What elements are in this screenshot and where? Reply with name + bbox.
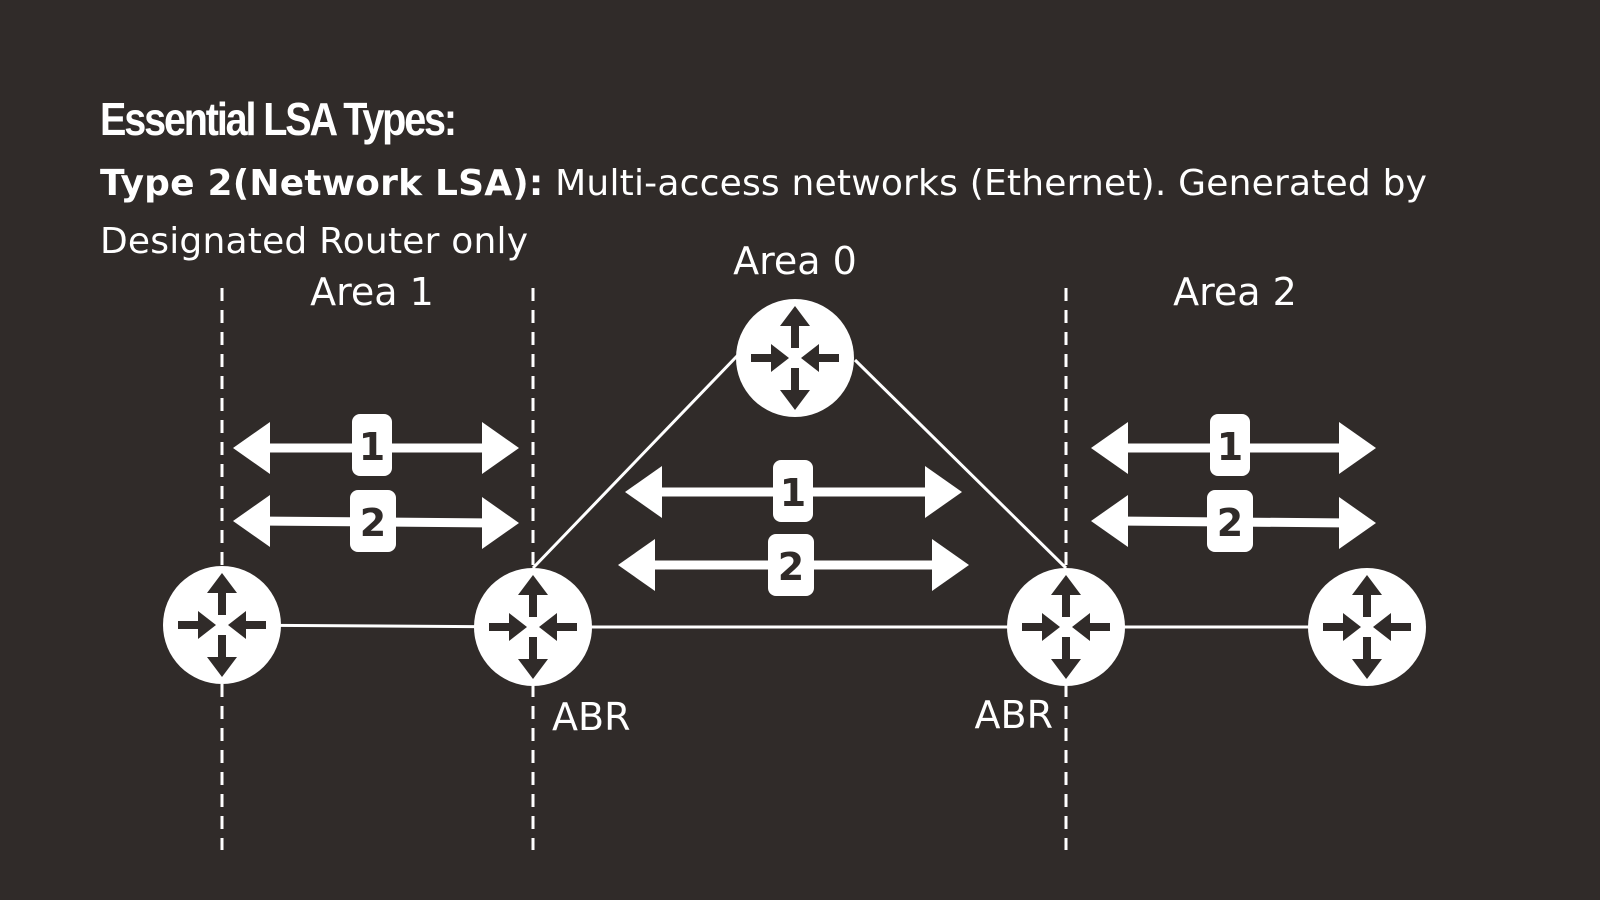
area-label-2: Area 2: [1173, 270, 1297, 314]
arrow-right-icon: [482, 422, 519, 474]
page-title: Essential LSA Types:: [100, 93, 457, 145]
lsa-badge-label: 2: [1217, 501, 1243, 545]
router-icon: [1007, 568, 1125, 686]
lsa-badge-label: 2: [360, 501, 386, 545]
lsa-badge: [1210, 414, 1250, 476]
router-icon: [736, 299, 854, 417]
arrow-left-icon: [625, 466, 662, 518]
lsa-arrow-area2-type2: 2: [1091, 490, 1376, 552]
arrow-left-icon: [1091, 422, 1128, 474]
arrow-left-icon: [233, 422, 270, 474]
area-label-0: Area 0: [733, 239, 857, 283]
abr-label-left: ABR: [552, 695, 630, 739]
lsa-arrow-area2-type1: 1: [1091, 414, 1376, 476]
arrow-right-icon: [1339, 497, 1376, 549]
lsa-arrow-area1-type2: 2: [233, 490, 519, 552]
lsa-description: Type 2(Network LSA): Multi-access networ…: [100, 155, 1560, 271]
router-icon: [1308, 568, 1426, 686]
router-icon: [163, 566, 281, 684]
abr-label-right: ABR: [975, 693, 1053, 737]
lsa-arrow-area1-type1: 1: [233, 414, 519, 476]
lsa-arrow-area0-type1: 1: [625, 460, 962, 522]
arrow-right-icon: [482, 497, 519, 549]
lsa-badge: [352, 414, 392, 476]
lsa-badge: [350, 490, 396, 552]
lsa-badge-label: 2: [778, 545, 804, 589]
lsa-badge: [773, 460, 813, 522]
lsa-badge-label: 1: [780, 471, 806, 515]
arrow-left-icon: [233, 495, 270, 547]
lsa-type-text: Multi-access networks (Ethernet). Genera…: [100, 163, 1428, 262]
lsa-badge: [1207, 490, 1253, 552]
arrow-left-icon: [618, 539, 655, 591]
lsa-badge-label: 1: [1217, 425, 1243, 469]
router-icon: [474, 568, 592, 686]
area-label-1: Area 1: [310, 270, 434, 314]
arrow-right-icon: [932, 539, 969, 591]
link-core-abr2: [853, 358, 1068, 570]
arrow-right-icon: [1339, 422, 1376, 474]
arrow-right-icon: [925, 466, 962, 518]
lsa-arrow-area0-type2: 2: [618, 534, 969, 596]
lsa-badge: [768, 534, 814, 596]
lsa-badge-label: 1: [359, 425, 385, 469]
arrow-left-icon: [1091, 495, 1128, 547]
link-abr1-core: [531, 353, 740, 570]
lsa-type-label: Type 2(Network LSA):: [100, 163, 544, 204]
